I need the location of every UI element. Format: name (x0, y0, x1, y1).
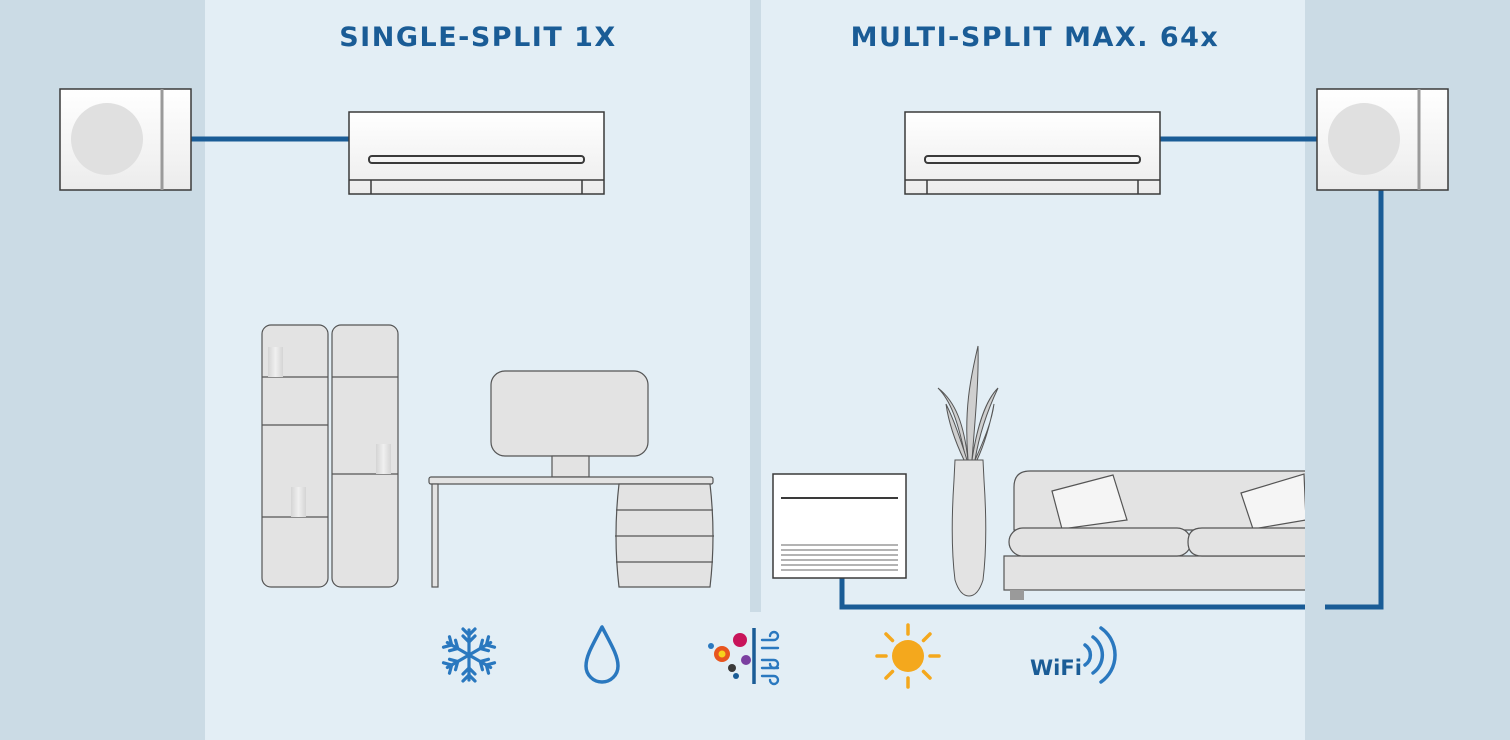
air-filter-icon (708, 628, 780, 686)
pipe-multi-split-floor (839, 190, 1384, 610)
title-multi-split: MULTI-SPLIT MAX. 64x (850, 22, 1220, 53)
sun-icon (875, 623, 941, 689)
snowflake-icon (441, 627, 497, 683)
wifi-label: WiFi (1030, 656, 1082, 680)
room-divider (750, 0, 761, 612)
wifi-icon: WiFi (1030, 626, 1117, 684)
desk-with-monitor (428, 370, 714, 588)
sofa-clip-wall (1305, 430, 1325, 630)
sofa (1003, 470, 1307, 600)
outdoor-unit-left (59, 88, 192, 191)
bookshelf (261, 324, 399, 588)
indoor-wall-unit-right (904, 111, 1161, 195)
indoor-wall-unit-left (348, 111, 605, 195)
refrigerant-pipes (190, 136, 1384, 610)
water-drop-icon (584, 625, 620, 684)
floor-console-unit (772, 473, 907, 579)
title-single-split: SINGLE-SPLIT 1X (339, 22, 617, 53)
outdoor-unit-right (1316, 88, 1449, 191)
plant-vase (937, 345, 999, 597)
